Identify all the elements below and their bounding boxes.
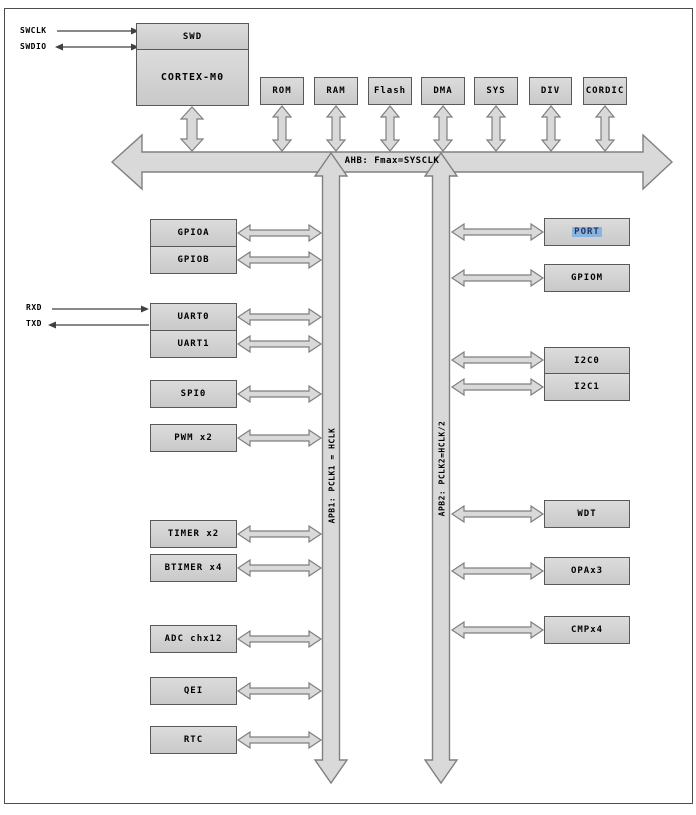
- gpiob-connector-arrow: [236, 250, 323, 270]
- block-swd: SWD: [136, 23, 249, 50]
- sys-connector-arrow: [485, 105, 507, 152]
- txd-arrowhead: [48, 321, 56, 329]
- block-cmp: CMPx4: [544, 616, 630, 644]
- block-timer: TIMER x2: [150, 520, 237, 548]
- wdt-connector-arrow: [450, 504, 545, 524]
- block-i2c0: I2C0: [544, 347, 630, 374]
- dma-connector-arrow: [432, 105, 454, 152]
- opa-connector-arrow: [450, 561, 545, 581]
- block-div: DIV: [529, 77, 572, 105]
- flash-connector-arrow: [379, 105, 401, 152]
- ahb-bus-arrow: [110, 133, 674, 191]
- apb1-bus-label: APB1: PCLK1 = HCLK: [327, 427, 337, 524]
- block-port: PORT: [544, 218, 630, 246]
- block-btimer: BTIMER x4: [150, 554, 237, 582]
- block-cordic: CORDIC: [583, 77, 627, 105]
- btimer-connector-arrow: [236, 558, 323, 578]
- adc-connector-arrow: [236, 629, 323, 649]
- apb1-bus-arrow: [313, 151, 349, 785]
- block-ram: RAM: [314, 77, 358, 105]
- port-connector-arrow: [450, 222, 545, 242]
- block-wdt: WDT: [544, 500, 630, 528]
- cmp-connector-arrow: [450, 620, 545, 640]
- uart1-connector-arrow: [236, 334, 323, 354]
- swclk-label: SWCLK: [20, 26, 47, 35]
- pwm-connector-arrow: [236, 428, 323, 448]
- rxd-label: RXD: [26, 303, 42, 312]
- block-gpiom: GPIOM: [544, 264, 630, 292]
- block-adc: ADC chx12: [150, 625, 237, 653]
- rtc-connector-arrow: [236, 730, 323, 750]
- block-spi0: SPI0: [150, 380, 237, 408]
- i2c0-connector-arrow: [450, 350, 545, 370]
- block-uart1: UART1: [150, 330, 237, 358]
- block-rom: ROM: [260, 77, 304, 105]
- cordic-connector-arrow: [594, 105, 616, 152]
- block-i2c1: I2C1: [544, 373, 630, 401]
- div-connector-arrow: [540, 105, 562, 152]
- block-opa: OPAx3: [544, 557, 630, 585]
- apb2-bus-arrow: [423, 151, 459, 785]
- block-flash: Flash: [368, 77, 412, 105]
- spi0-connector-arrow: [236, 384, 323, 404]
- gpioa-connector-arrow: [236, 223, 323, 243]
- swclk-arrowhead: [131, 27, 139, 35]
- apb2-bus-label: APB2: PCLK2=HCLK/2: [437, 420, 447, 517]
- block-pwm: PWM x2: [150, 424, 237, 452]
- block-gpioa: GPIOA: [150, 219, 237, 247]
- swdio-label: SWDIO: [20, 42, 47, 51]
- gpiom-connector-arrow: [450, 268, 545, 288]
- swdio-arrowhead-right: [131, 43, 139, 51]
- timer-connector-arrow: [236, 524, 323, 544]
- cortex-ahb-connector-arrow: [179, 106, 205, 152]
- block-uart0: UART0: [150, 303, 237, 331]
- block-cortex-m0: CORTEX-M0: [136, 49, 249, 106]
- block-qei: QEI: [150, 677, 237, 705]
- uart0-connector-arrow: [236, 307, 323, 327]
- swdio-arrowhead-left: [55, 43, 63, 51]
- block-rtc: RTC: [150, 726, 237, 754]
- block-gpiob: GPIOB: [150, 246, 237, 274]
- qei-connector-arrow: [236, 681, 323, 701]
- block-dma: DMA: [421, 77, 465, 105]
- ram-connector-arrow: [325, 105, 347, 152]
- selected-text-port[interactable]: PORT: [572, 227, 602, 237]
- txd-label: TXD: [26, 319, 42, 328]
- rxd-arrowhead: [141, 305, 149, 313]
- rom-connector-arrow: [271, 105, 293, 152]
- block-sys: SYS: [474, 77, 518, 105]
- ahb-bus-label: AHB: Fmax=SYSCLK: [344, 156, 440, 166]
- i2c1-connector-arrow: [450, 377, 545, 397]
- page-border: [4, 8, 693, 804]
